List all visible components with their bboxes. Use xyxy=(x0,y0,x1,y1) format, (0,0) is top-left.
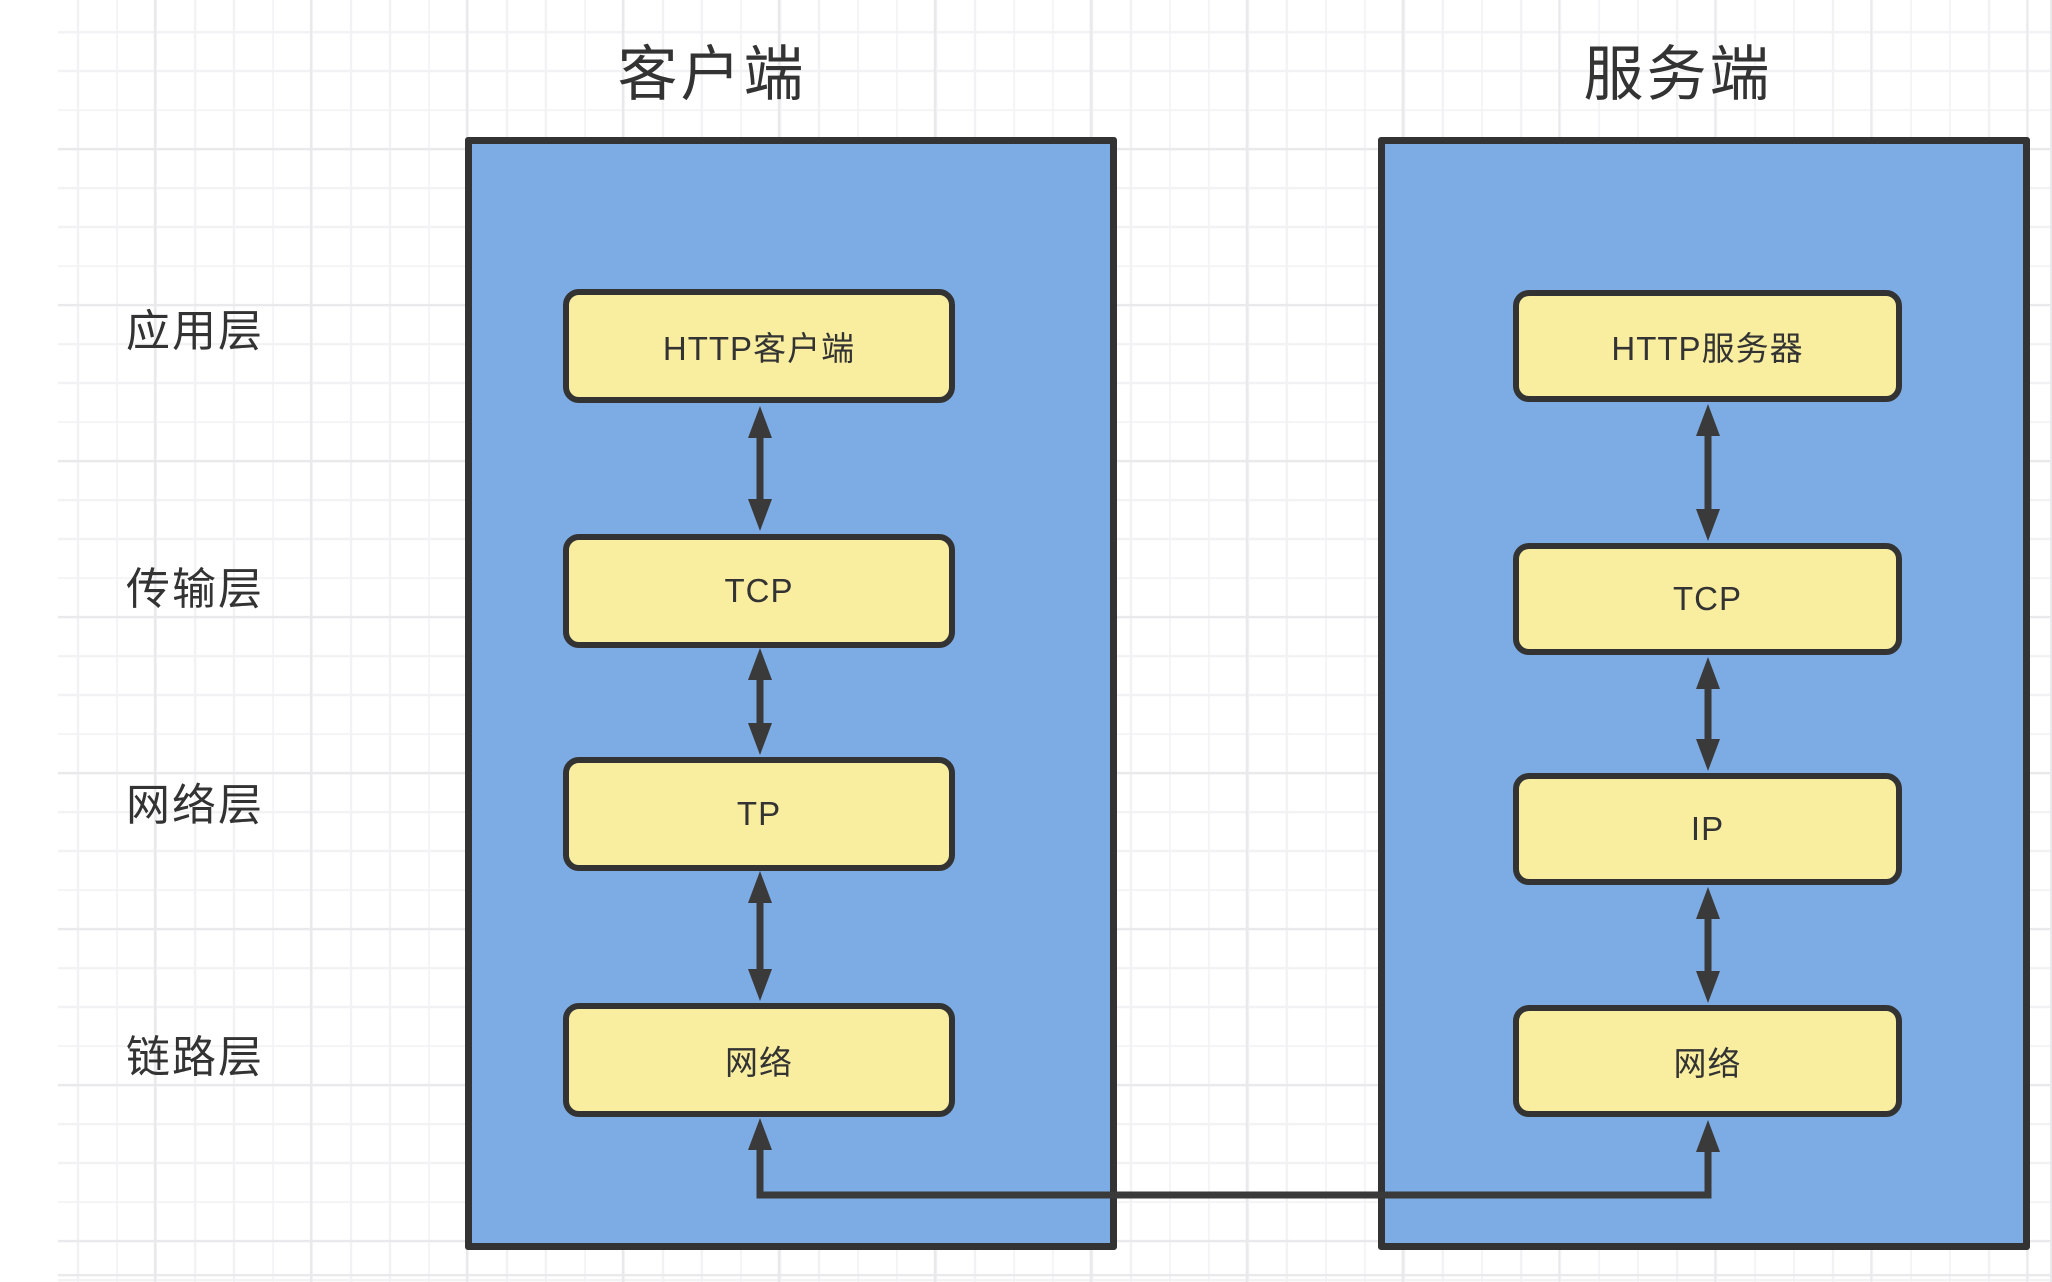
server-node-tcp: TCP xyxy=(1513,543,1902,655)
row-label-network-layer: 网络层 xyxy=(126,781,264,830)
row-label-application-layer: 应用层 xyxy=(126,307,264,356)
row-label-transport-layer: 传输层 xyxy=(126,565,264,614)
client-node-tp: TP xyxy=(563,757,955,871)
server-column-title: 服务端 xyxy=(1583,41,1773,108)
row-label-link-layer: 链路层 xyxy=(126,1033,264,1082)
client-column-title: 客户端 xyxy=(617,41,807,108)
server-node-http-server: HTTP服务器 xyxy=(1513,290,1902,402)
canvas-left-gutter xyxy=(0,0,58,1282)
client-node-tcp: TCP xyxy=(563,534,955,648)
client-node-http-client: HTTP客户端 xyxy=(563,289,955,403)
server-node-ip: IP xyxy=(1513,773,1902,885)
server-node-network: 网络 xyxy=(1513,1005,1902,1117)
client-node-network: 网络 xyxy=(563,1003,955,1117)
